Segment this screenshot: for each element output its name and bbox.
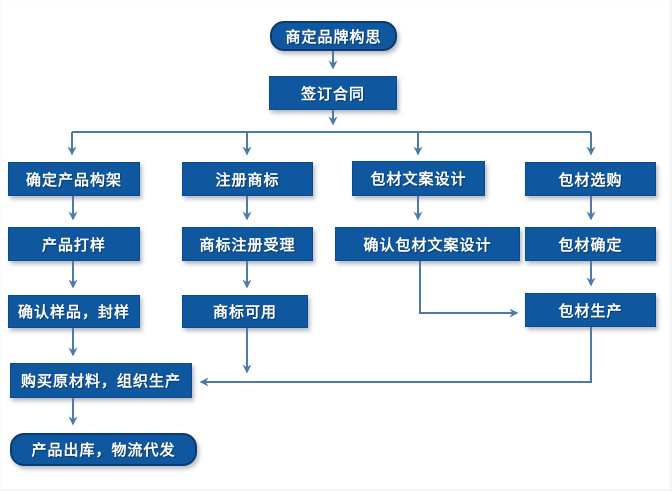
node-product-frame: 确定产品构架	[8, 162, 140, 196]
node-trademark-ok: 商标可用	[182, 295, 308, 328]
node-sign-contract: 签订合同	[269, 76, 397, 110]
node-buy-materials: 购买原材料，组织生产	[10, 363, 192, 398]
node-start: 商定品牌构思	[270, 21, 397, 51]
node-trademark-reg: 注册商标	[182, 162, 313, 196]
node-package-confirm: 确认包材文案设计	[335, 227, 520, 261]
node-ship-out: 产品出库，物流代发	[10, 433, 197, 466]
node-trademark-accept: 商标注册受理	[182, 227, 313, 261]
node-package-buy: 包材选购	[525, 162, 656, 196]
node-package-produce: 包材生产	[525, 293, 656, 327]
connector-confirm-produce	[419, 261, 519, 318]
node-product-sample: 产品打样	[8, 227, 140, 261]
connector-produce-buy	[199, 327, 592, 387]
node-sample-seal: 确认样品，封样	[8, 295, 140, 328]
node-package-decide: 包材确定	[525, 227, 656, 261]
node-package-copy: 包材文案设计	[352, 161, 485, 196]
